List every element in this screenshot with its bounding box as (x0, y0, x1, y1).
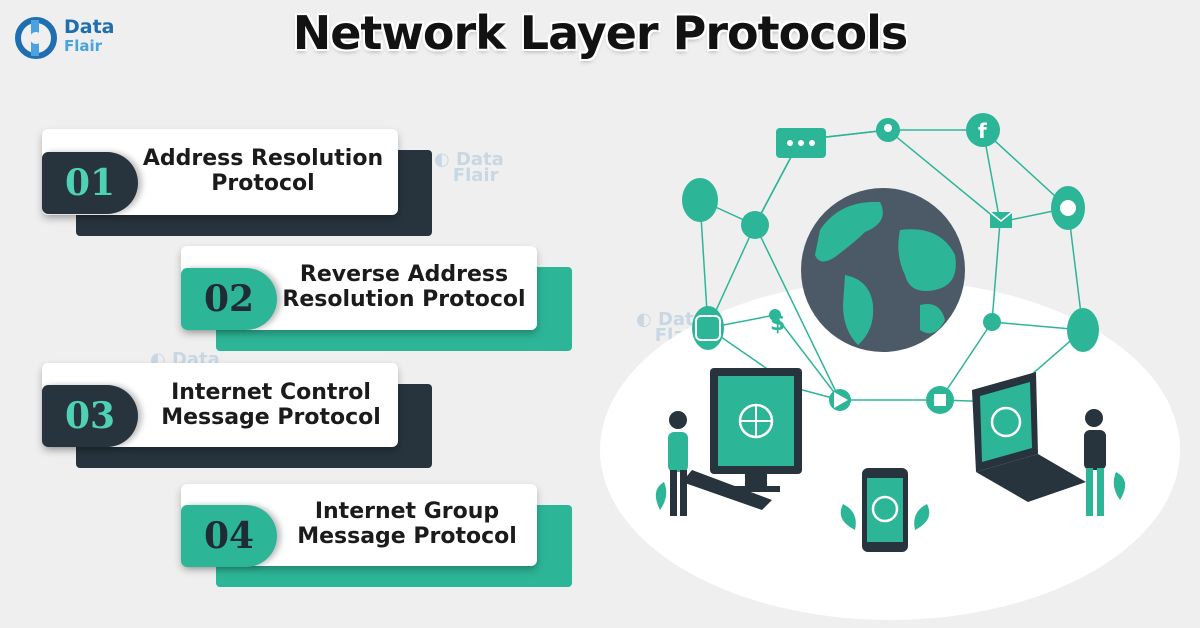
item-number: 04 (181, 505, 277, 567)
item-label: Internet Control Message Protocol (161, 380, 381, 430)
item-label: Reverse Address Resolution Protocol (282, 262, 526, 312)
plants (655, 472, 1126, 530)
globe (801, 188, 965, 352)
logo-text-line2: Flair (64, 37, 103, 55)
facebook-icon: f (966, 113, 1000, 147)
dataflair-logo-icon (15, 17, 57, 59)
user-icon (1060, 200, 1076, 216)
logo-text-line1: Data (64, 16, 115, 38)
laptop (972, 372, 1086, 502)
like-icon (934, 394, 946, 406)
instagram-icon (695, 315, 721, 341)
item-number: 02 (181, 268, 277, 330)
item-label: Internet Group Message Protocol (297, 499, 517, 549)
mail-icon (989, 211, 1013, 228)
play-icon (834, 392, 848, 408)
dollar-icon: $ (770, 311, 785, 336)
person-right (1084, 409, 1106, 516)
twitter-icon (983, 313, 1001, 331)
item-number: 03 (42, 385, 138, 447)
item-number: 01 (42, 152, 138, 214)
network-illustration: f $ (600, 113, 1180, 620)
watermark-logo: ◐ Data Flair (434, 149, 504, 186)
chat-icon (776, 128, 826, 158)
floor-ellipse (600, 280, 1180, 620)
desktop-monitor (682, 368, 802, 510)
svg-text:$: $ (770, 311, 785, 336)
item-label: Address Resolution Protocol (142, 146, 384, 196)
smartphone (862, 468, 908, 552)
location-pin-icon (876, 118, 900, 142)
dataflair-logo: Data Flair (14, 12, 134, 62)
page-title: Network Layer Protocols (292, 6, 909, 60)
svg-text:f: f (978, 119, 987, 143)
person-left (668, 411, 688, 516)
